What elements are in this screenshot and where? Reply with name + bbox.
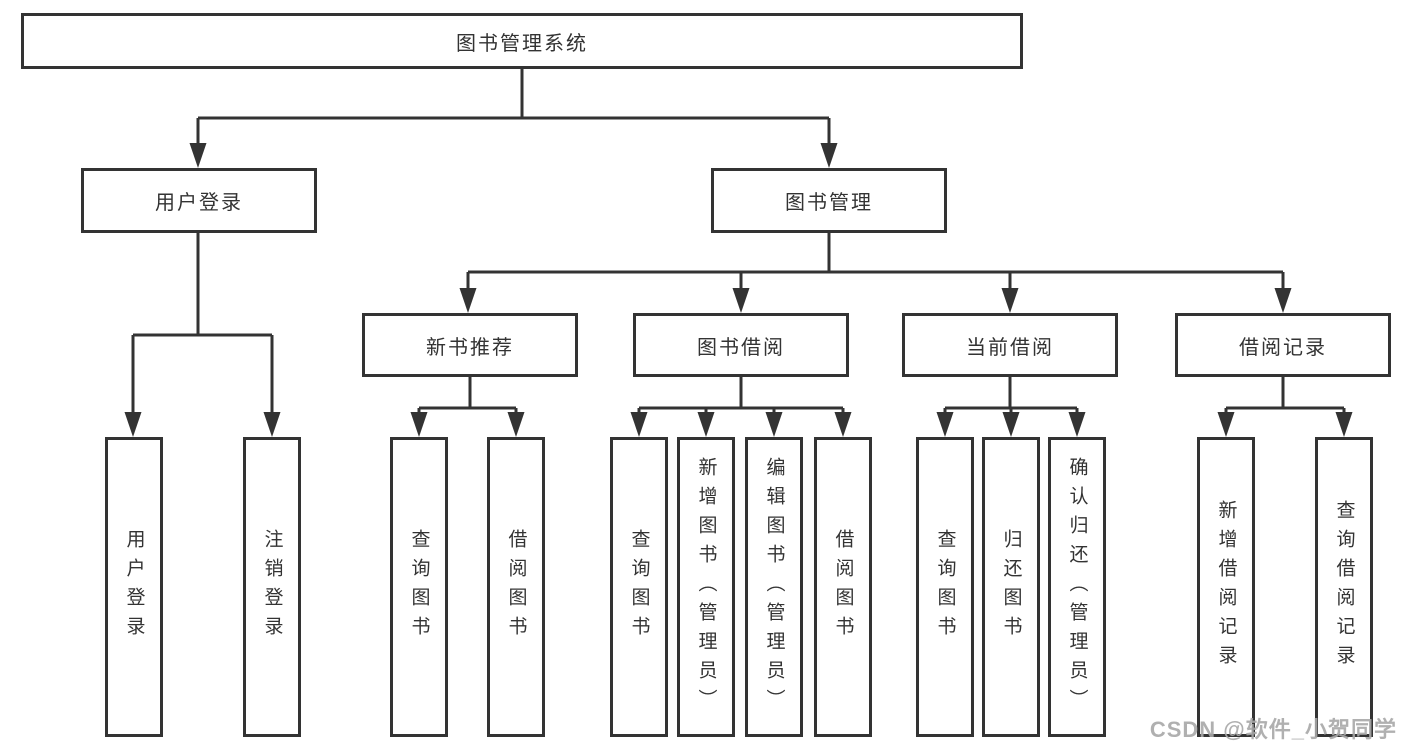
node-recommend-borrow-book: 借阅图书 — [487, 437, 545, 737]
node-borrow-book-label: 借阅图书 — [832, 529, 854, 645]
node-add-borrow-record-label: 新增借阅记录 — [1215, 500, 1237, 674]
node-new-book-recommend: 新书推荐 — [362, 313, 578, 377]
node-user-login: 用户登录 — [81, 168, 317, 233]
node-recommend-query-book-label: 查询图书 — [408, 529, 430, 645]
node-add-borrow-record: 新增借阅记录 — [1197, 437, 1255, 737]
node-add-book-admin: 新增图书（管理员） — [677, 437, 735, 737]
node-borrow-record-label: 借阅记录 — [1239, 336, 1327, 359]
node-book-management: 图书管理 — [711, 168, 947, 233]
node-current-borrow: 当前借阅 — [902, 313, 1118, 377]
watermark: CSDN @软件_小贺同学 — [1149, 717, 1397, 742]
node-book-management-label: 图书管理 — [785, 192, 873, 214]
node-logout-label: 注销登录 — [261, 529, 283, 645]
node-add-book-admin-label: 新增图书（管理员） — [695, 456, 717, 718]
node-borrow-query-book: 查询图书 — [610, 437, 668, 737]
node-borrow-query-book-label: 查询图书 — [628, 529, 650, 645]
node-new-book-recommend-label: 新书推荐 — [426, 336, 514, 359]
node-book-borrow-label: 图书借阅 — [697, 336, 785, 359]
node-logout: 注销登录 — [243, 437, 301, 737]
node-user-login-label: 用户登录 — [155, 192, 243, 214]
node-return-book: 归还图书 — [982, 437, 1040, 737]
node-current-query-book: 查询图书 — [916, 437, 974, 737]
node-root-label: 图书管理系统 — [456, 32, 588, 55]
node-recommend-borrow-book-label: 借阅图书 — [505, 529, 527, 645]
node-edit-book-admin-label: 编辑图书（管理员） — [763, 456, 785, 718]
node-edit-book-admin: 编辑图书（管理员） — [745, 437, 803, 737]
node-book-borrow: 图书借阅 — [633, 313, 849, 377]
node-borrow-record: 借阅记录 — [1175, 313, 1391, 377]
node-confirm-return-admin: 确认归还（管理员） — [1048, 437, 1106, 737]
node-query-borrow-record: 查询借阅记录 — [1315, 437, 1373, 737]
node-current-borrow-label: 当前借阅 — [966, 336, 1054, 359]
node-user-login-action-label: 用户登录 — [123, 529, 145, 645]
node-borrow-book: 借阅图书 — [814, 437, 872, 737]
node-query-borrow-record-label: 查询借阅记录 — [1333, 500, 1355, 674]
node-user-login-action: 用户登录 — [105, 437, 163, 737]
node-return-book-label: 归还图书 — [1000, 529, 1022, 645]
node-current-query-book-label: 查询图书 — [934, 529, 956, 645]
node-root: 图书管理系统 — [21, 13, 1023, 69]
node-recommend-query-book: 查询图书 — [390, 437, 448, 737]
node-confirm-return-admin-label: 确认归还（管理员） — [1066, 456, 1088, 718]
